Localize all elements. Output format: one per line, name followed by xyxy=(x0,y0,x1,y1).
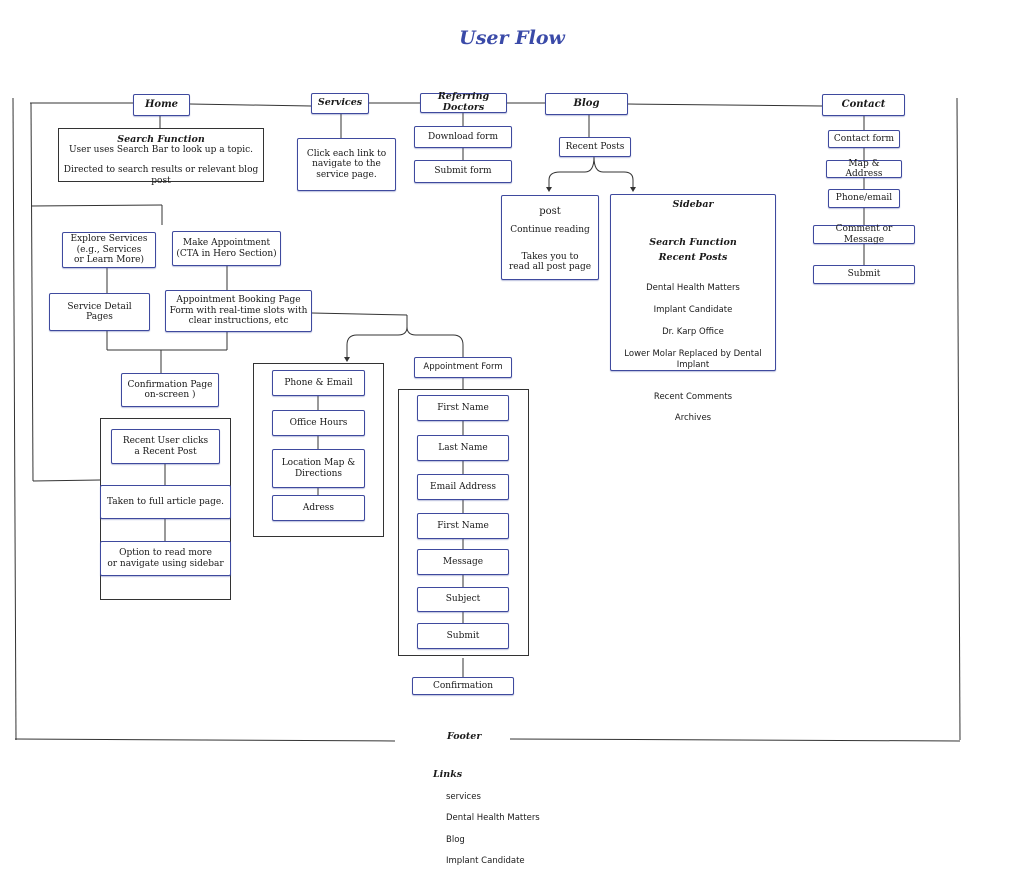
post-title: post xyxy=(539,206,561,217)
footer-link-blog[interactable]: Blog xyxy=(446,835,465,845)
email-address-field[interactable]: Email Address xyxy=(417,474,509,500)
search-function-line1: User uses Search Bar to look up a topic. xyxy=(68,145,254,155)
phone-email-box[interactable]: Phone/email xyxy=(828,189,900,208)
nav-referring-doctors[interactable]: Referring Doctors xyxy=(420,91,507,113)
explore-services-box[interactable]: Explore Services (e.g., Services or Lear… xyxy=(62,232,156,268)
sidebar-post-item[interactable]: Lower Molar Replaced by Dental Implant xyxy=(624,349,762,371)
full-article-box: Taken to full article page. xyxy=(100,485,231,519)
first-name-field-2[interactable]: First Name xyxy=(417,513,509,539)
recent-posts-box[interactable]: Recent Posts xyxy=(559,137,631,157)
recent-user-click-box[interactable]: Recent User clicks a Recent Post xyxy=(111,429,220,464)
last-name-field[interactable]: Last Name xyxy=(417,435,509,461)
first-name-field[interactable]: First Name xyxy=(417,395,509,421)
services-note: Click each link to navigate to the servi… xyxy=(297,138,396,191)
sidebar-post-item[interactable]: Dental Health Matters xyxy=(646,282,740,293)
sidebar-title: Sidebar xyxy=(672,199,714,210)
map-address-box[interactable]: Map & Address xyxy=(826,159,902,179)
phone-email-office-box: Phone & Email xyxy=(272,370,365,396)
appointment-form-frame xyxy=(398,389,529,656)
sidebar-archives[interactable]: Archives xyxy=(674,413,712,423)
location-map-box[interactable]: Location Map & Directions xyxy=(272,449,365,488)
footer-label: Footer xyxy=(447,731,482,742)
search-function-heading: Search Function xyxy=(117,134,205,145)
sidebar-recent-comments[interactable]: Recent Comments xyxy=(653,392,733,403)
post-continue: Continue reading xyxy=(510,224,590,235)
download-form-box[interactable]: Download form xyxy=(414,126,512,148)
sidebar-post-list: Dental Health Matters Implant Candidate … xyxy=(614,272,772,382)
confirmation-page-box: Confirmation Page on-screen ) xyxy=(121,373,219,407)
sidebar-post-item[interactable]: Implant Candidate xyxy=(653,304,733,315)
nav-contact[interactable]: Contact xyxy=(822,94,905,116)
contact-submit-box[interactable]: Submit xyxy=(813,265,915,284)
footer-links-title: Links xyxy=(433,769,463,780)
nav-home[interactable]: Home xyxy=(133,94,190,116)
office-hours-box: Office Hours xyxy=(272,410,365,436)
page-title: User Flow xyxy=(459,27,565,49)
nav-services[interactable]: Services xyxy=(311,93,369,114)
make-appointment-box[interactable]: Make Appointment (CTA in Hero Section) xyxy=(172,231,281,266)
nav-blog[interactable]: Blog xyxy=(545,93,628,115)
footer-link-implant-candidate[interactable]: Implant Candidate xyxy=(446,856,525,866)
contact-form-box[interactable]: Contact form xyxy=(828,130,900,148)
submit-form-box[interactable]: Submit form xyxy=(414,160,512,183)
post-box[interactable]: post Continue reading Takes you to read … xyxy=(501,195,599,280)
footer-link-services[interactable]: services xyxy=(446,792,481,802)
appointment-booking-box[interactable]: Appointment Booking Page Form with real-… xyxy=(165,290,312,332)
appointment-form-title: Appointment Form xyxy=(414,357,512,378)
service-detail-pages-box[interactable]: Service Detail Pages xyxy=(49,293,150,331)
read-more-sidebar-box[interactable]: Option to read more or navigate using si… xyxy=(100,541,231,576)
sidebar-box: Sidebar Search Function Recent Posts Den… xyxy=(610,194,776,423)
sidebar-search-function: Search Function xyxy=(649,236,737,248)
address-box: Adress xyxy=(272,495,365,521)
comment-message-box[interactable]: Comment or Message xyxy=(813,224,915,245)
search-function-line2: Directed to search results or relevant b… xyxy=(63,165,259,186)
footer-link-dental-health[interactable]: Dental Health Matters xyxy=(446,813,540,823)
sidebar-post-item[interactable]: Dr. Karp Office xyxy=(662,327,724,337)
message-field[interactable]: Message xyxy=(417,549,509,575)
confirmation-box: Confirmation xyxy=(412,677,514,695)
post-takes-you: Takes you to read all post page xyxy=(508,251,592,273)
search-function-box xyxy=(58,128,264,182)
sidebar-recent-posts: Recent Posts xyxy=(658,251,728,263)
subject-field[interactable]: Subject xyxy=(417,587,509,612)
submit-button[interactable]: Submit xyxy=(417,623,509,649)
office-info-frame xyxy=(253,363,384,537)
